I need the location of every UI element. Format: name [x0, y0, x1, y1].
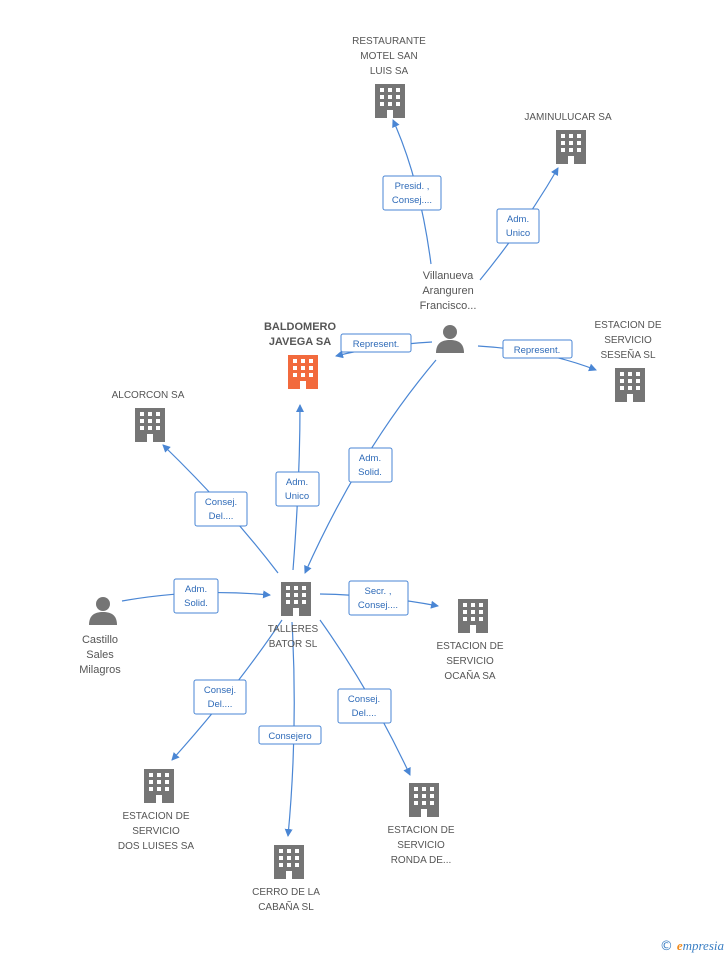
edge-label-consejero-cerro-line1: Consejero: [268, 731, 311, 742]
edge-label-presid[interactable]: Presid. , Consej....: [382, 175, 442, 211]
brand-name: mpresia: [682, 938, 724, 953]
node-estacion-dos-luises[interactable]: ESTACION DE SERVICIO DOS LUISES SA: [118, 769, 194, 852]
edge-label-consejero-cerro[interactable]: Consejero: [258, 725, 322, 745]
node-label-line: Aranguren: [422, 285, 473, 297]
edge-label-adm-unico-baldomero-line1: Adm.: [286, 477, 308, 488]
building-icon: [375, 84, 405, 118]
node-label-line: ESTACION DE: [436, 641, 503, 652]
edge-label-adm-solid-castillo-line1: Adm.: [185, 584, 207, 595]
node-baldomero-javega[interactable]: BALDOMERO JAVEGA SA: [264, 321, 337, 389]
node-label-line: ALCORCON SA: [112, 390, 185, 401]
node-label-line: OCAÑA SA: [444, 669, 495, 682]
building-icon: [144, 769, 174, 803]
edge-label-adm-solid-castillo-line2: Solid.: [184, 598, 208, 609]
copyright-icon: ©: [659, 939, 673, 954]
edge-label-adm-solid-villanueva-line1: Adm.: [359, 453, 381, 464]
node-label-line: Castillo: [82, 634, 118, 646]
edge-label-secr-ocana-line2: Consej....: [358, 600, 398, 611]
edge-label-consej-dos-luises-line2: Del....: [208, 699, 233, 710]
building-icon: [458, 599, 488, 633]
node-label-line: BALDOMERO: [264, 321, 337, 333]
building-icon: [615, 368, 645, 402]
node-label-line: ESTACION DE: [122, 811, 189, 822]
node-label-line: ESTACION DE: [387, 825, 454, 836]
edge-label-consej-ronda[interactable]: Consej. Del....: [337, 688, 392, 724]
edge-label-adm-solid-castillo[interactable]: Adm. Solid.: [173, 578, 219, 614]
node-castillo-sales[interactable]: Castillo Sales Milagros: [79, 597, 121, 676]
edge-label-adm-unico-baldomero[interactable]: Adm. Unico: [275, 471, 320, 507]
edge-label-consej-dos-luises[interactable]: Consej. Del....: [193, 679, 247, 715]
node-label-line: SERVICIO: [604, 335, 652, 346]
node-label-line: RONDA DE...: [391, 855, 452, 866]
edge-label-secr-ocana-line1: Secr. ,: [365, 586, 392, 597]
node-label-line: BATOR SL: [269, 639, 318, 650]
edge-label-adm-solid-villanueva[interactable]: Adm. Solid.: [348, 447, 393, 483]
building-icon: [556, 130, 586, 164]
edge-label-consej-ronda-line1: Consej.: [348, 694, 380, 705]
person-icon: [436, 325, 464, 353]
edge-label-represent-baldomero-line1: Represent.: [353, 339, 399, 350]
node-estacion-sesena[interactable]: ESTACION DE SERVICIO SESEÑA SL: [594, 320, 662, 402]
node-label-line: JAVEGA SA: [269, 336, 331, 348]
edge-label-represent-sesena[interactable]: Represent.: [502, 339, 573, 359]
building-icon: [135, 408, 165, 442]
person-icon: [89, 597, 117, 625]
edge-label-adm-solid-villanueva-line2: Solid.: [358, 467, 382, 478]
node-label-line: Milagros: [79, 664, 121, 676]
node-label-line: Francisco...: [420, 300, 477, 312]
edge-label-represent-baldomero[interactable]: Represent.: [340, 333, 412, 353]
edge-labels: Presid. , Consej.... Adm. Unico Represen…: [173, 175, 573, 745]
node-cerro-de-la-cabana[interactable]: CERRO DE LA CABAÑA SL: [252, 845, 320, 913]
edge-label-presid-line2: Consej....: [392, 195, 432, 206]
node-estacion-ocana[interactable]: ESTACION DE SERVICIO OCAÑA SA: [436, 599, 504, 682]
edge-label-adm-unico-jaminulucar-line2: Unico: [506, 228, 530, 239]
node-label-line: CABAÑA SL: [258, 900, 314, 913]
node-label-line: SERVICIO: [132, 826, 180, 837]
building-icon: [281, 582, 311, 616]
node-talleres-bator[interactable]: TALLERES BATOR SL: [268, 582, 319, 650]
node-villanueva-aranguren[interactable]: Villanueva Aranguren Francisco...: [420, 270, 477, 353]
node-label-line: SERVICIO: [446, 656, 494, 667]
node-label-line: MOTEL SAN: [360, 51, 417, 62]
edge-label-consej-alcorcon-line2: Del....: [209, 511, 234, 522]
edge-label-adm-unico-baldomero-line2: Unico: [285, 491, 309, 502]
node-label-line: ESTACION DE: [594, 320, 661, 331]
building-icon: [288, 355, 318, 389]
node-label-line: SERVICIO: [397, 840, 445, 851]
node-label-line: RESTAURANTE: [352, 36, 426, 47]
node-label-line: DOS LUISES SA: [118, 841, 194, 852]
edge-label-secr-ocana[interactable]: Secr. , Consej....: [348, 580, 409, 616]
node-label-line: TALLERES: [268, 624, 319, 635]
brand-initial: e: [676, 938, 683, 953]
node-jaminulucar[interactable]: JAMINULUCAR SA: [524, 112, 612, 164]
node-label-line: SESEÑA SL: [600, 348, 655, 361]
building-icon: [409, 783, 439, 817]
edge-label-consej-alcorcon-line1: Consej.: [205, 497, 237, 508]
building-icon: [274, 845, 304, 879]
node-alcorcon[interactable]: ALCORCON SA: [112, 390, 185, 442]
edge-label-consej-dos-luises-line1: Consej.: [204, 685, 236, 696]
node-label-line: Villanueva: [423, 270, 474, 282]
node-estacion-ronda[interactable]: ESTACION DE SERVICIO RONDA DE...: [387, 783, 455, 866]
nodes: RESTAURANTE MOTEL SAN LUIS SA JAMINULUCA…: [79, 36, 662, 913]
edge-label-adm-unico-jaminulucar-line1: Adm.: [507, 214, 529, 225]
node-restaurante-motel-san-luis[interactable]: RESTAURANTE MOTEL SAN LUIS SA: [352, 36, 426, 118]
node-label-line: CERRO DE LA: [252, 887, 320, 898]
edge-label-adm-unico-jaminulucar[interactable]: Adm. Unico: [496, 208, 540, 244]
edge-label-consej-ronda-line2: Del....: [352, 708, 377, 719]
edge-label-presid-line1: Presid. ,: [395, 181, 430, 192]
node-label-line: LUIS SA: [370, 66, 409, 77]
node-label-line: JAMINULUCAR SA: [524, 112, 612, 123]
edge-label-consej-alcorcon[interactable]: Consej. Del....: [194, 491, 248, 527]
edge-label-represent-sesena-line1: Represent.: [514, 345, 560, 356]
node-label-line: Sales: [86, 649, 114, 661]
brand-logo[interactable]: ©empresia: [660, 938, 724, 954]
